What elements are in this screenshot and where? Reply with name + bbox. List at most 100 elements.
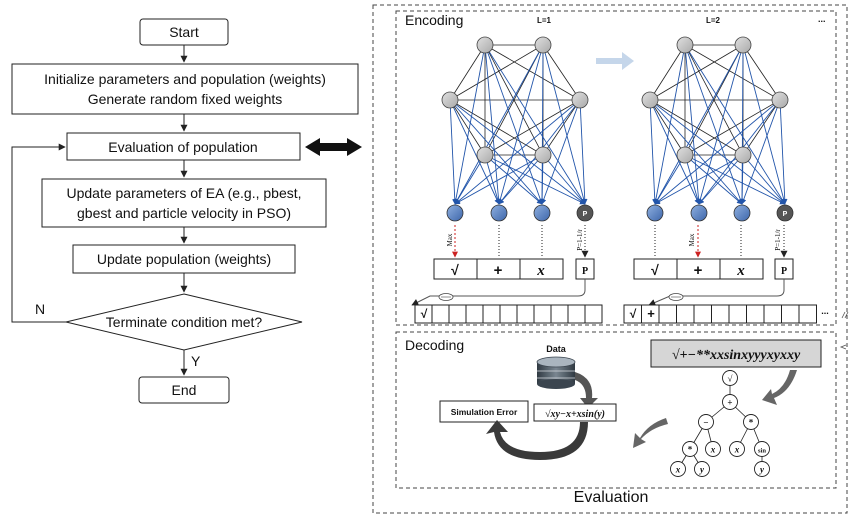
hidden-node — [534, 36, 552, 54]
sequence-cell — [465, 304, 484, 324]
double-arrow — [305, 138, 362, 156]
output-node — [646, 204, 664, 222]
sequence-cell — [550, 304, 569, 324]
network-output-edge — [654, 154, 686, 205]
seq2-second-symbol: + — [647, 306, 655, 321]
formula-to-error-arrow — [486, 420, 588, 460]
network-output-edge — [484, 44, 586, 205]
op-x-2: x — [736, 263, 745, 279]
network-edge — [742, 99, 781, 156]
network-output-edge — [484, 154, 543, 205]
init-line1: Initialize parameters and population (we… — [44, 71, 326, 87]
network-output-edge — [541, 99, 581, 205]
start-label: Start — [169, 24, 199, 40]
op-plus-2: + — [694, 262, 703, 279]
hidden-node — [476, 36, 494, 54]
output-node — [733, 204, 751, 222]
network-output-edge — [684, 44, 702, 205]
network-output-edge — [454, 44, 544, 205]
sequence-cell — [584, 304, 603, 324]
network-output-edge — [453, 44, 486, 205]
output-node — [533, 204, 551, 222]
sequence-cell — [533, 304, 552, 324]
network-edge — [449, 44, 486, 101]
expression-box — [650, 339, 822, 368]
network-edge — [684, 99, 781, 156]
network-output-edge — [654, 99, 781, 205]
update-params-line2: gbest and particle velocity in PSO) — [77, 205, 291, 221]
sequence-cell — [516, 304, 535, 324]
op-plus-1: + — [494, 262, 503, 279]
hidden-node — [676, 146, 694, 164]
op-p-1: P — [582, 266, 588, 277]
network-output-edge — [741, 99, 781, 205]
network-output-edge — [697, 44, 744, 205]
network-output-edge — [449, 99, 543, 205]
network-edge — [742, 44, 781, 101]
sequence-cell — [798, 304, 817, 324]
op-sqrt-2: √ — [651, 262, 659, 278]
network-output-edge — [498, 154, 544, 205]
pointer-hand-icon — [438, 293, 454, 301]
tree-node-label: sin — [758, 448, 766, 455]
simulation-error-label: Simulation Error — [451, 407, 518, 417]
transition-arrow — [596, 52, 634, 70]
network-output-edge — [649, 99, 743, 205]
probability-node-label: P — [583, 211, 588, 218]
probability-node — [576, 204, 594, 222]
network-output-edge — [654, 154, 744, 205]
hidden-node — [534, 146, 552, 164]
end-box — [138, 376, 230, 404]
connector-seq-2 — [648, 279, 785, 306]
sequence-cell — [693, 304, 712, 324]
edge-mark-bottom — [839, 344, 847, 350]
layer1-label: L=1 — [537, 16, 552, 25]
network-output-edge — [542, 154, 586, 205]
network-output-edge — [742, 154, 786, 205]
seq2-first-symbol: √ — [630, 307, 637, 321]
network-output-edge — [684, 44, 743, 205]
hidden-node — [734, 146, 752, 164]
edge-mark-top — [841, 311, 849, 319]
layer2-label: L=2 — [706, 16, 721, 25]
network-output-edge — [454, 99, 581, 205]
tree-node-label: y — [759, 465, 765, 475]
connector-seq-1 — [411, 279, 586, 306]
network-edge — [649, 44, 744, 101]
tree-node — [670, 461, 686, 477]
evaluation-label: Evaluation of population — [108, 139, 257, 155]
tree-node-label: x — [710, 445, 716, 455]
network-output-edge — [497, 44, 544, 205]
network-output-edge — [484, 154, 501, 205]
op-p-2: P — [781, 266, 787, 277]
evaluation-title: Evaluation — [574, 489, 649, 506]
network-layer-1: P — [441, 36, 594, 222]
tree-node — [754, 441, 770, 457]
init-line2: Generate random fixed weights — [88, 91, 283, 107]
network-output-edge — [579, 99, 588, 205]
sequence-cell — [763, 304, 782, 324]
formula-box — [533, 403, 617, 422]
tree-node — [682, 441, 698, 457]
network-output-edge — [684, 154, 743, 205]
output-node — [490, 204, 508, 222]
terminate-label: Terminate condition met? — [106, 314, 263, 330]
update-params-line1: Update parameters of EA (e.g., pbest, — [66, 185, 301, 201]
op-x-1: x — [536, 263, 545, 279]
network-output-edge — [484, 154, 586, 205]
network-output-edge — [779, 99, 788, 205]
sequence-cell — [728, 304, 747, 324]
output-node — [446, 204, 464, 222]
tree-node-label: x — [675, 465, 681, 475]
op-sqrt-1: √ — [451, 262, 459, 278]
network-layer-2: P — [641, 36, 794, 222]
hidden-node — [441, 91, 459, 109]
pointer-hand-icon-2 — [668, 293, 684, 301]
network-edge — [649, 99, 686, 156]
network-output-edge — [649, 99, 700, 205]
update-population-label: Update population (weights) — [97, 251, 271, 267]
network-output-edge — [449, 99, 458, 205]
network-output-edge — [684, 154, 786, 205]
layer-ellipsis: ... — [818, 14, 826, 24]
